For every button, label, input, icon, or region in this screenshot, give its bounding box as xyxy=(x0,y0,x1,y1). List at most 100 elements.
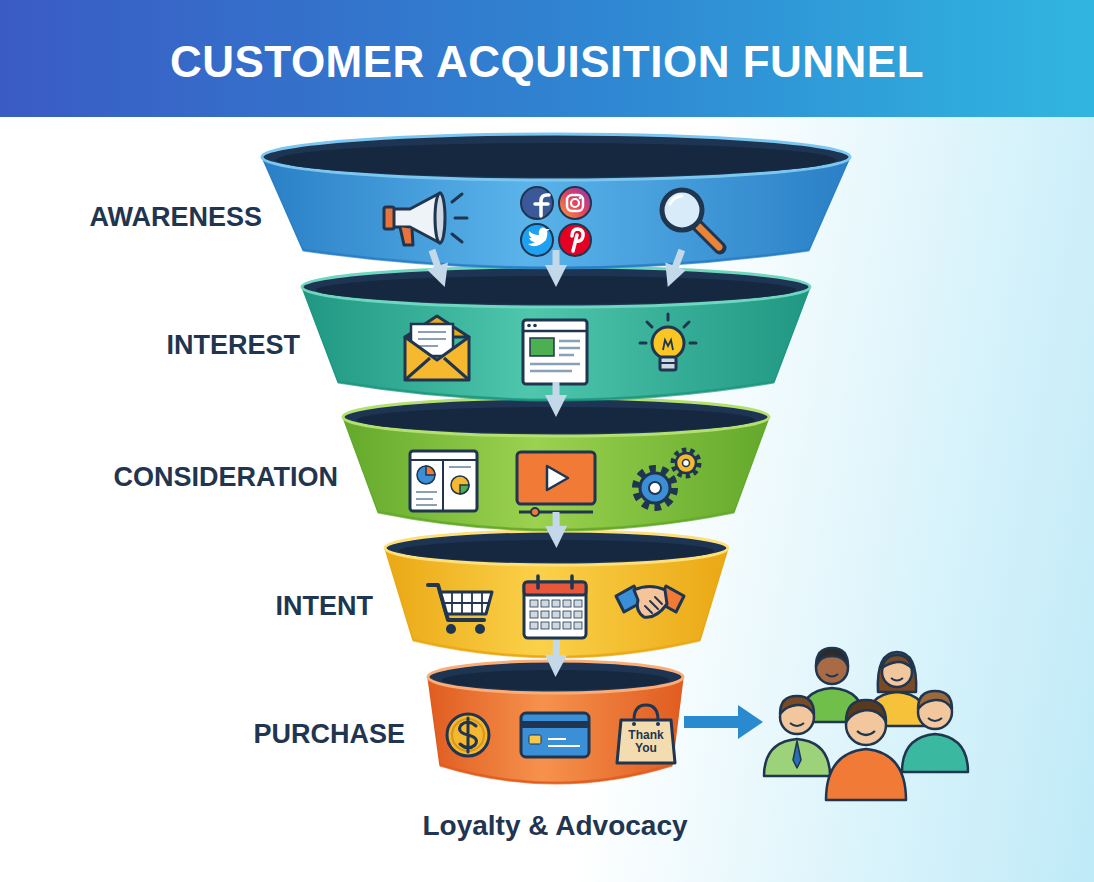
customer-group-part xyxy=(928,718,942,721)
band-opening xyxy=(302,267,810,307)
customer-group-part xyxy=(780,700,814,734)
funnel-band: INTENT xyxy=(385,548,728,640)
stage-caption: Loyalty & Advocacy xyxy=(422,809,687,843)
band-opening-shadow xyxy=(316,276,796,304)
gears-icon-part xyxy=(637,470,673,506)
handshake-icon xyxy=(616,586,684,617)
customer-group-part xyxy=(846,700,886,722)
webpage-icon-part xyxy=(530,338,554,356)
magnifier-icon-part xyxy=(697,225,720,248)
lightbulb-icon-part xyxy=(640,314,696,343)
magnifier-icon-part xyxy=(699,227,719,247)
band-shape xyxy=(343,417,769,512)
coin-icon-part xyxy=(452,719,484,751)
band-shape xyxy=(428,677,683,765)
shopping-bag-icon-part xyxy=(656,722,660,726)
dashboard-icon-part xyxy=(410,459,477,461)
credit-card-icon-part xyxy=(522,721,588,728)
customer-group-part xyxy=(878,652,916,692)
flow-arrow xyxy=(552,640,560,665)
calendar-icon xyxy=(524,576,586,638)
band-opening xyxy=(262,134,850,180)
lightbulb-icon xyxy=(640,314,696,370)
dashboard-icon-part xyxy=(410,451,477,511)
gears-icon-part xyxy=(649,482,661,494)
dashboard-icon-part xyxy=(426,466,435,475)
band-bottom-edge xyxy=(338,382,774,400)
band-opening-shadow xyxy=(399,540,714,562)
calendar-icon-part-part xyxy=(563,600,571,607)
stage-label: PURCHASE xyxy=(253,718,405,750)
funnel-band: PURCHASE xyxy=(428,677,683,765)
webpage-icon-part xyxy=(530,341,580,371)
customer-group-part xyxy=(780,696,814,714)
band-opening xyxy=(428,661,683,693)
cart-icon xyxy=(428,585,492,634)
social-icons xyxy=(521,187,591,256)
band-shape xyxy=(262,157,850,250)
dashboard-icon-part xyxy=(460,485,469,494)
coin-icon xyxy=(447,714,489,756)
cart-icon-part xyxy=(443,592,489,614)
coin-icon-part xyxy=(460,718,477,752)
calendar-icon-part-part xyxy=(574,600,582,607)
band-opening-shadow xyxy=(276,143,836,177)
magnifier-icon xyxy=(662,190,720,248)
calendar-icon-part-part xyxy=(552,600,560,607)
band-opening-shadow xyxy=(442,670,669,690)
customer-group-part xyxy=(793,741,801,768)
stage-label: CONSIDERATION xyxy=(113,461,338,493)
webpage-icon-part xyxy=(523,320,587,384)
customer-group-part xyxy=(866,692,928,726)
gears-icon-part xyxy=(676,453,696,473)
customer-group-part xyxy=(816,648,848,666)
shopping-bag-icon-part xyxy=(617,720,675,763)
band-bottom-edge xyxy=(413,640,700,657)
calendar-icon-part-part xyxy=(530,622,538,629)
customer-group-part xyxy=(891,678,903,681)
video-icon xyxy=(517,452,595,516)
funnel-band: CONSIDERATION xyxy=(343,417,769,512)
customer-group xyxy=(764,648,968,800)
social-icons-part xyxy=(559,224,591,256)
webpage-icon-part xyxy=(533,324,537,328)
lightbulb-icon-part xyxy=(660,362,676,364)
gears-icon-part xyxy=(683,460,690,467)
envelope-icon-part xyxy=(405,316,469,337)
customer-group-part xyxy=(764,739,830,776)
flow-arrow xyxy=(432,250,441,276)
advocacy-arrow xyxy=(684,705,763,739)
envelope-icon-part xyxy=(405,358,469,380)
credit-card-icon-part xyxy=(529,735,541,744)
handshake-icon-part xyxy=(645,597,662,613)
shopping-bag-icon-part xyxy=(632,722,636,726)
title-text: CUSTOMER ACQUISITION FUNNEL xyxy=(0,36,1094,88)
cart-icon-part xyxy=(475,624,485,634)
envelope-icon xyxy=(405,316,469,380)
customer-group-part xyxy=(826,674,838,677)
gears-icon-part xyxy=(640,473,670,503)
band-shape xyxy=(302,287,810,382)
dashboard-icon-part xyxy=(417,466,435,484)
calendar-icon-part-part xyxy=(530,611,538,618)
megaphone-icon-part xyxy=(392,193,440,243)
flow-arrow xyxy=(553,250,560,275)
arrow-head xyxy=(665,263,686,287)
lightbulb-icon-part xyxy=(652,327,684,359)
social-icons-part xyxy=(567,195,583,211)
social-icons-part xyxy=(579,197,582,200)
flow-arrow xyxy=(553,512,560,536)
magnifier-icon-part xyxy=(670,196,682,204)
calendar-icon-part-part xyxy=(530,600,538,607)
calendar-icon-part-part xyxy=(563,611,571,618)
video-icon-part xyxy=(517,452,595,504)
video-icon-part xyxy=(519,511,593,514)
arrow-head xyxy=(545,655,567,677)
video-icon-part xyxy=(531,508,539,516)
funnel-band: INTEREST xyxy=(302,287,810,382)
shopping-bag-icon-part xyxy=(634,705,658,720)
band-opening-shadow xyxy=(357,407,755,433)
calendar-icon-part-part xyxy=(541,600,549,607)
customer-group-part xyxy=(882,657,912,687)
